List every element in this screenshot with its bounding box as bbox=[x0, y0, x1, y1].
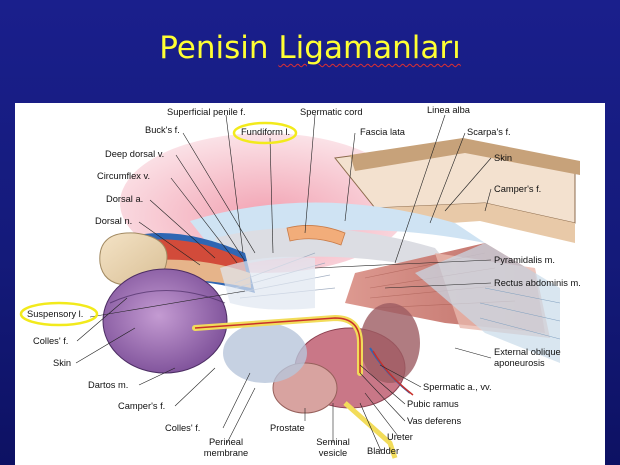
label-spermatic-cord: Spermatic cord bbox=[300, 107, 363, 117]
label-ureter: Ureter bbox=[387, 432, 413, 442]
label-perineal-1: Perineal bbox=[208, 437, 244, 447]
label-deep-dorsal-v: Deep dorsal v. bbox=[105, 149, 165, 159]
label-campers-f-top: Camper's f. bbox=[494, 184, 542, 194]
label-bucks-f: Buck's f. bbox=[145, 125, 180, 135]
leader-lines bbox=[75, 114, 492, 452]
label-superficial-penile-f: Superficial penile f. bbox=[167, 107, 246, 117]
label-vas-deferens: Vas deferens bbox=[407, 416, 462, 426]
label-suspensory-l: Suspensory l. bbox=[27, 309, 84, 319]
anatomy-figure: Superficial penile f. Spermatic cord Lin… bbox=[15, 103, 605, 465]
label-fascia-lata: Fascia lata bbox=[360, 127, 405, 137]
slide-title: Penisin Ligamanları bbox=[0, 30, 620, 66]
label-linea-alba: Linea alba bbox=[427, 105, 470, 115]
fundiform-highlight-ring bbox=[232, 121, 298, 145]
label-skin-top: Skin bbox=[494, 153, 513, 163]
label-dorsal-n: Dorsal n. bbox=[95, 216, 133, 226]
label-pyramidalis-m: Pyramidalis m. bbox=[494, 255, 555, 265]
label-colles-f-bottom: Colles' f. bbox=[165, 423, 201, 433]
label-external-oblique-2: aponeurosis bbox=[494, 358, 545, 368]
label-dorsal-a: Dorsal a. bbox=[106, 194, 144, 204]
label-scarpas-f: Scarpa's f. bbox=[467, 127, 511, 137]
label-skin-left: Skin bbox=[53, 358, 72, 368]
suspensory-highlight-ring bbox=[19, 301, 99, 327]
label-dartos-m: Dartos m. bbox=[88, 380, 129, 390]
label-spermatic-a-vv: Spermatic a., vv. bbox=[423, 382, 492, 392]
label-campers-f-bottom: Camper's f. bbox=[118, 401, 166, 411]
label-pubic-ramus: Pubic ramus bbox=[407, 399, 459, 409]
anatomy-illustration bbox=[19, 114, 580, 459]
label-perineal-2: membrane bbox=[203, 448, 249, 458]
label-seminal-1: Seminal bbox=[316, 437, 350, 447]
title-word-1: Penisin bbox=[159, 30, 269, 66]
label-bladder: Bladder bbox=[367, 446, 400, 456]
label-prostate: Prostate bbox=[270, 423, 305, 433]
label-colles-f-left: Colles' f. bbox=[33, 336, 69, 346]
label-circumflex-v: Circumflex v. bbox=[97, 171, 151, 181]
title-word-2: Ligamanları bbox=[278, 30, 461, 66]
label-seminal-2: vesicle bbox=[318, 448, 348, 458]
label-rectus-abdominis-m: Rectus abdominis m. bbox=[494, 278, 581, 288]
label-external-oblique-1: External oblique bbox=[494, 347, 561, 357]
label-fundiform-l: Fundiform l. bbox=[241, 127, 291, 137]
